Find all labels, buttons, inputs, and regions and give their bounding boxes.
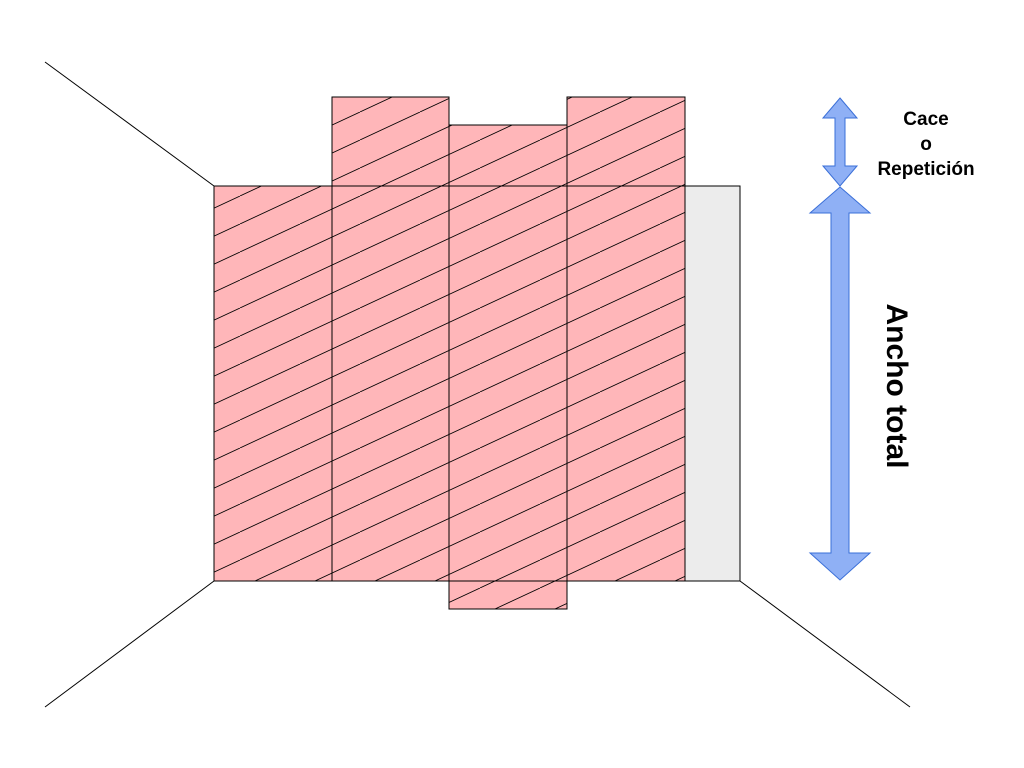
- wall-remainder: [684, 185, 741, 582]
- repeat-label-line-2: o: [920, 134, 932, 155]
- wallpaper-strip-2-hatch: [331, 96, 450, 582]
- repeat-label-line-3: Repetición: [877, 159, 974, 180]
- wallpaper-strip-1-hatch: [213, 185, 333, 582]
- total-width-label: Ancho total: [880, 304, 913, 469]
- perspective-lines: [44, 61, 911, 708]
- total-width-double-arrow: [808, 186, 872, 581]
- perspective-line-bottom-left: [44, 580, 215, 708]
- wallpaper-strips: [213, 96, 740, 610]
- repeat-label-line-1: Cace: [903, 109, 948, 130]
- wallpaper-strip-3-hatch: [448, 124, 568, 610]
- repeat-double-arrow: [821, 97, 859, 187]
- perspective-line-bottom-right: [739, 580, 911, 708]
- perspective-line-top-left: [44, 61, 215, 187]
- wallpaper-strip-4-hatch: [566, 96, 686, 582]
